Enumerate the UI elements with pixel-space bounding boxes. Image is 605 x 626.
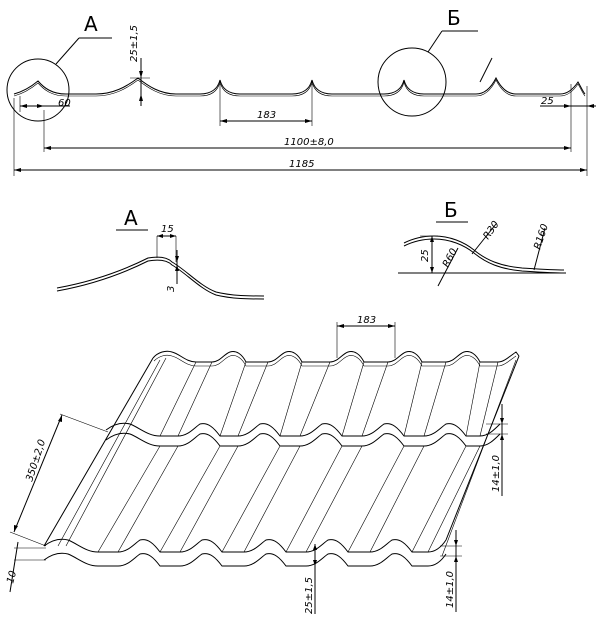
detail-b-height-label: 25 [420,249,431,262]
detail-a-step-arrow-right [170,234,176,238]
step-length-ext-top [59,413,109,433]
detail-b: Б 25 R60 R30 R160 [398,198,566,287]
step-offset-dim-line [9,541,19,593]
detail-a-callout-label: А [84,12,98,36]
wave-height-bottom-label: 25±1,5 [304,577,315,614]
profile-wave-line-inner [13,79,586,97]
step-offset-label: 10 [5,570,19,585]
sheet-upper-wave-lines [159,361,499,437]
detail-a-profile [56,256,265,297]
profile-view: А Б 25±1,5 60 183 25 [6,6,596,176]
step-depth-bottom-arrow-bottom [454,556,458,562]
detail-a-height-arrow-bottom [175,265,179,271]
pitch-arrow-right [305,119,312,123]
detail-b-leader [427,30,443,53]
detail-b-r60-leader [437,247,459,287]
detail-a-circle [6,58,70,122]
step-depth-bottom-label: 14±1,0 [445,571,456,608]
step-depth-bottom-arrow-top [454,540,458,546]
detail-b-height-arrow-bottom [430,267,434,273]
sheet-back-edge [152,350,520,363]
sheet-view: 183 350±2,0 10 14±1,0 25±1,5 14±1,0 [5,315,520,614]
detail-a-step-width-label: 15 [161,224,174,235]
detail-a-step-arrow-left [157,234,163,238]
step-depth-right-arrow-bottom [500,434,504,440]
overhang-label: 60 [58,98,71,109]
pitch-label: 183 [257,110,276,121]
wave-height-label: 25±1,5 [129,25,140,62]
useful-width-label: 1100±8,0 [284,137,334,148]
profile-wave-line [13,76,586,95]
detail-a-title: А [124,206,138,230]
sheet-front-edge-lower [43,552,447,567]
total-width-arrow-right [580,168,587,172]
overhang-arrow-right [37,104,44,108]
overhang-arrow-left [20,104,27,108]
detail-a-leader [55,37,80,65]
wave-height-bottom-arrow-bottom [313,560,317,566]
sheet-left-edge [43,357,154,547]
detail-b-circle [377,47,447,117]
sheet-back-edge-inner [153,354,517,367]
detail-a: А 15 3 [56,206,265,300]
right-edge-arrow-a [564,104,571,108]
total-width-arrow-left [14,168,21,172]
detail-b-r30-label: R30 [481,219,501,241]
detail-b-r30-leader [471,223,497,255]
step-length-arrow-bottom [14,525,18,532]
crest-pointer [479,57,493,83]
pitch-arrow-left [220,119,227,123]
step-depth-right-label: 14±1,0 [491,455,502,492]
sheet-pitch-label: 183 [357,315,376,326]
wave-height-arrow-bottom [139,94,143,101]
right-edge-label: 25 [541,96,554,107]
wave-height-arrow-top [139,71,143,78]
step-length-ext-bottom [9,531,47,547]
step-length-label: 350±2,0 [24,438,48,483]
useful-width-arrow-right [564,146,571,150]
sheet-step-edge-lower [105,432,501,447]
sheet-pitch-arrow-right [388,324,395,328]
detail-a-step-height-label: 3 [166,286,177,292]
step-length-dim-line [13,414,63,533]
step-depth-right-arrow-top [500,418,504,424]
detail-b-r160-leader [533,227,546,271]
total-width-label: 1185 [289,159,314,170]
sheet-pitch-arrow-left [337,324,344,328]
sheet-step-edge [105,422,501,437]
sheet-front-edge [43,538,447,553]
detail-b-title: Б [444,198,458,222]
sheet-right-edge-2 [441,359,517,557]
detail-b-callout-label: Б [447,6,461,30]
detail-b-height-arrow-top [430,236,434,242]
detail-a-profile-inner [56,259,265,300]
useful-width-arrow-left [44,146,51,150]
detail-b-r160-label: R160 [532,223,551,251]
detail-a-height-arrow-top [175,256,179,262]
detail-b-profile-inner [403,238,565,274]
right-edge-arrow-b [587,104,594,108]
sheet-left-edge-2 [57,359,161,547]
detail-b-profile [403,235,565,271]
step-length-arrow-top [58,415,62,422]
wave-height-bottom-arrow-top [313,544,317,550]
sheet-lower-wave-lines [97,445,481,553]
sheet-left-edge-3 [65,357,167,547]
